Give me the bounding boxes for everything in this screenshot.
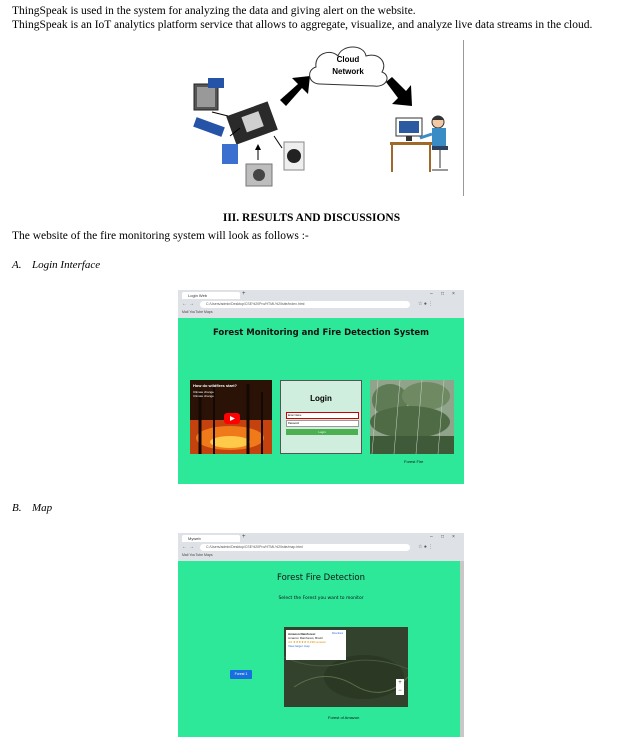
forest-image	[370, 380, 454, 454]
forward-icon[interactable]: →	[189, 301, 194, 307]
close-icon[interactable]: ×	[452, 534, 455, 540]
cloud-label: Cloud Network	[332, 55, 364, 76]
google-map[interactable]: Amazon Rainforest Amazon Rainforest, Bra…	[284, 627, 408, 707]
place-rating: 4.6 ★★★★★ 8,238 reviews	[288, 640, 326, 644]
forward-icon[interactable]: →	[189, 544, 194, 550]
video-subtitle-1: Climate change	[193, 390, 214, 394]
page-title: Forest Monitoring and Fire Detection Sys…	[212, 328, 430, 338]
maximize-icon[interactable]: □	[441, 291, 445, 297]
arrow-up-right-icon	[280, 76, 310, 106]
address-bar[interactable]: C:/Users/admin/Desktop/CSE%20Pro/HTML%20…	[200, 544, 410, 551]
minimize-icon[interactable]: –	[430, 291, 433, 297]
section-description: The website of the fire monitoring syste…	[12, 230, 309, 242]
column-divider	[463, 40, 464, 196]
satellite-map-icon	[284, 627, 408, 707]
intro-line-1: ThingSpeak is used in the system for ana…	[12, 5, 416, 17]
close-icon[interactable]: ×	[452, 291, 455, 297]
username-input[interactable]: Enter Name	[286, 412, 359, 419]
new-tab-icon[interactable]: +	[242, 534, 246, 540]
map-screenshot: Myweb + – □ × ← → C:/Users/admin/Desktop…	[178, 533, 464, 737]
place-address: Amazon Rainforest, Brazil	[288, 636, 323, 640]
login-interface-screenshot: Login Web + – □ × ← → C:/Users/admin/Des…	[178, 290, 464, 484]
section-heading: III. RESULTS AND DISCUSSIONS	[222, 212, 401, 224]
bookmarks-bar[interactable]: Mail YouTube Maps	[182, 553, 213, 557]
arrow-down-right-icon	[386, 77, 412, 106]
login-form: Login Enter Name Password Login	[280, 380, 362, 454]
rainy-forest-icon	[370, 380, 454, 454]
place-name: Amazon Rainforest	[288, 632, 316, 636]
map-caption: Forest of Amazon	[328, 715, 360, 720]
video-title: How do wildfires start?	[193, 383, 238, 388]
intro-line-2: ThingSpeak is an IoT analytics platform …	[12, 19, 593, 31]
extension-icons[interactable]: ☆ ● ⋮	[418, 301, 434, 307]
video-subtitle-2: Climate change	[193, 394, 214, 398]
browser-tab[interactable]: Login Web	[182, 292, 240, 299]
bookmarks-bar[interactable]: Mail YouTube Maps	[182, 310, 213, 314]
browser-chrome: Myweb + – □ × ← → C:/Users/admin/Desktop…	[178, 533, 464, 561]
forest-caption: Forest Fire	[404, 459, 424, 464]
instruction-text: Select the Forest you want to monitor	[278, 596, 364, 601]
page-scrollbar[interactable]	[460, 561, 464, 737]
login-button[interactable]: Login	[286, 429, 358, 435]
zoom-controls[interactable]: +−	[396, 679, 404, 695]
browser-chrome: Login Web + – □ × ← → C:/Users/admin/Des…	[178, 290, 464, 318]
forest-1-button[interactable]: Forest 1	[230, 670, 252, 679]
user-at-computer-icon	[390, 115, 448, 172]
view-larger-map-link[interactable]: View larger map	[288, 644, 310, 648]
minimize-icon[interactable]: –	[430, 534, 433, 540]
cloud-icon	[309, 46, 388, 87]
back-icon[interactable]: ←	[182, 301, 187, 307]
directions-link[interactable]: Directions	[332, 632, 344, 635]
new-tab-icon[interactable]: +	[242, 291, 246, 297]
browser-tab[interactable]: Myweb	[182, 535, 240, 542]
address-bar[interactable]: C:/Users/admin/Desktop/CSE%20Pro/HTML%20…	[200, 301, 410, 308]
password-input[interactable]: Password	[286, 420, 359, 427]
play-icon[interactable]	[224, 413, 240, 424]
login-heading: Login	[310, 394, 332, 403]
page-title: Forest Fire Detection	[277, 573, 365, 583]
sensor-components-icon	[193, 78, 305, 187]
extension-icons[interactable]: ☆ ● ⋮	[418, 544, 434, 550]
video-thumbnail[interactable]: How do wildfires start? Climate change C…	[190, 380, 272, 454]
subsection-map-heading: B.Map	[12, 502, 53, 514]
map-place-card: Amazon Rainforest Amazon Rainforest, Bra…	[286, 630, 346, 660]
back-icon[interactable]: ←	[182, 544, 187, 550]
maximize-icon[interactable]: □	[441, 534, 445, 540]
subsection-login-heading: A.Login Interface	[12, 259, 101, 271]
